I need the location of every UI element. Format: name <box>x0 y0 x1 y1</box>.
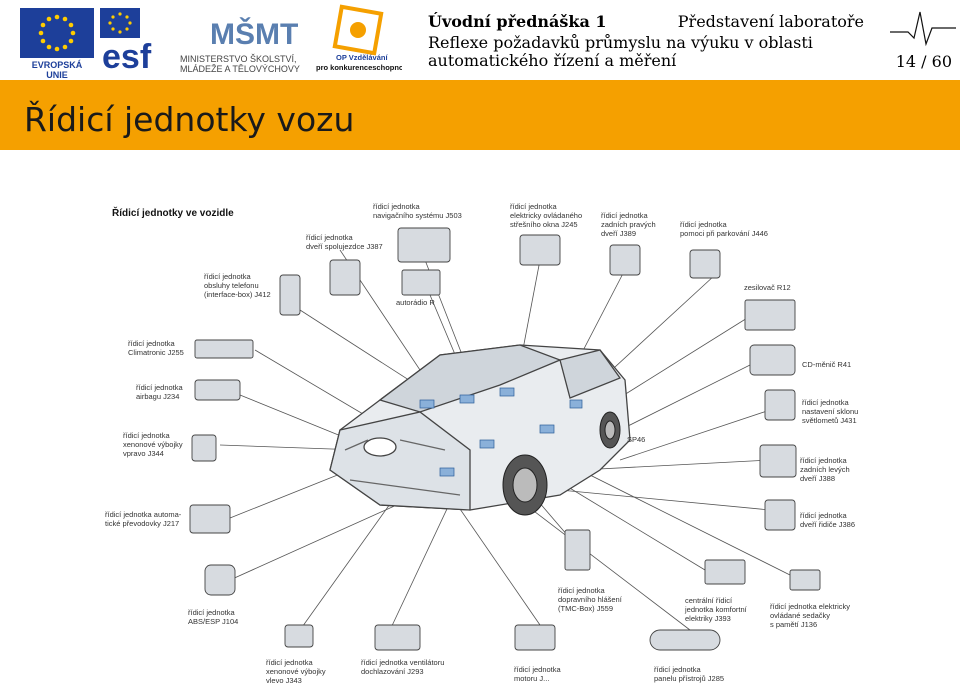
label-seat: řídicí jednotka elektricky ovládané seda… <box>770 602 851 629</box>
label-radio: autorádio R <box>396 298 435 307</box>
eu-stars-icon <box>20 8 94 58</box>
control-units-diagram: Řídicí jednotky ve vozidle řídicí jednot… <box>0 150 960 686</box>
label-door-passenger: řídicí jednotka dveří spolujezdce J387 <box>306 233 383 251</box>
pulse-line-icon <box>890 11 956 47</box>
label-heater-fan: řídicí jednotka ventilátoru dochlazování… <box>361 658 445 676</box>
in-car-modules <box>419 387 583 477</box>
label-headlight-tilt: řídicí jednotka nastavení sklonu světlom… <box>802 398 859 425</box>
label-roof-window: řídicí jednotka elektricky ovládaného st… <box>510 202 583 229</box>
label-dashboard: řídicí jednotka panelu přístrojů J285 <box>654 665 725 683</box>
svg-text:pro konkurenceschopnost: pro konkurenceschopnost <box>316 63 402 72</box>
diagram-heading: Řídicí jednotky ve vozidle <box>112 208 234 219</box>
label-central: centrální řídicí jednotka komfortní elek… <box>685 596 747 623</box>
slide-title: Řídicí jednotky vozu <box>24 100 355 139</box>
label-rear-left-door: řídicí jednotka zadních levých dveří J38… <box>800 456 850 483</box>
label-sp46: SP46 <box>627 435 646 444</box>
label-rear-right-door: řídicí jednotka zadních pravých dveří J3… <box>601 211 656 238</box>
title-banner: Řídicí jednotky vozu <box>0 80 960 150</box>
lecture-subtitle: Reflexe požadavků průmyslu na výuku v ob… <box>428 33 813 70</box>
car-wheels <box>502 411 621 516</box>
label-amplifier: zesilovač R12 <box>744 283 791 292</box>
label-climatronic: řídicí jednotka Climatronic J255 <box>128 339 184 357</box>
label-gearbox: řídicí jednotka automa- tické převodovky… <box>105 510 182 528</box>
label-airbag: řídicí jednotka airbagu J234 <box>136 383 183 401</box>
page-number: 14 / 60 <box>895 52 952 71</box>
msmt-text: MŠMT <box>210 17 298 51</box>
car-body <box>329 344 631 511</box>
label-parking: řídicí jednotka pomoci při parkování J44… <box>680 220 768 238</box>
esf-logo: esf <box>100 8 176 76</box>
slide-header: EVROPSKÁ UNIE esf MŠMT MINISTERSTVO ŠKOL… <box>0 0 960 80</box>
op-logo: OP Vzdělávání pro konkurenceschopnost <box>316 4 411 74</box>
label-engine: řídicí jednotka motoru J... <box>514 665 561 683</box>
msmt-logo: MŠMT MINISTERSTVO ŠKOLSTVÍ, MLÁDEŽE A TĚ… <box>180 4 310 74</box>
car-illustration <box>189 227 821 651</box>
eu-flag-logo <box>20 8 94 58</box>
section-title: Představení laboratoře <box>677 12 864 31</box>
eu-label: EVROPSKÁ UNIE <box>31 60 83 80</box>
svg-text:MINISTERSTVO ŠKOLSTVÍ,: MINISTERSTVO ŠKOLSTVÍ, <box>180 54 297 64</box>
label-tmc: řídicí jednotka dopravního hlášení (TMC-… <box>558 586 622 613</box>
label-navigation: řídicí jednotka navigačního systému J503 <box>373 202 462 220</box>
label-abs: řídicí jednotka ABS/ESP J104 <box>188 608 239 626</box>
label-driver-door: řídicí jednotka dveří řidiče J386 <box>800 511 856 529</box>
component-shapes <box>189 227 821 651</box>
label-telephone: řídicí jednotka obsluhy telefonu (interf… <box>204 272 271 299</box>
label-cd-changer: CD-měnič R41 <box>802 360 852 369</box>
esf-text: esf <box>102 38 152 72</box>
label-xenon-right: řídicí jednotka xenonové výbojky vpravo … <box>123 431 183 458</box>
svg-text:MLÁDEŽE A TĚLOVÝCHOVY: MLÁDEŽE A TĚLOVÝCHOVY <box>180 64 300 74</box>
lecture-title: Úvodní přednáška 1 <box>428 12 607 31</box>
label-xenon-left: řídicí jednotka xenonové výbojky vlevo J… <box>266 658 326 685</box>
svg-text:OP Vzdělávání: OP Vzdělávání <box>336 53 388 62</box>
